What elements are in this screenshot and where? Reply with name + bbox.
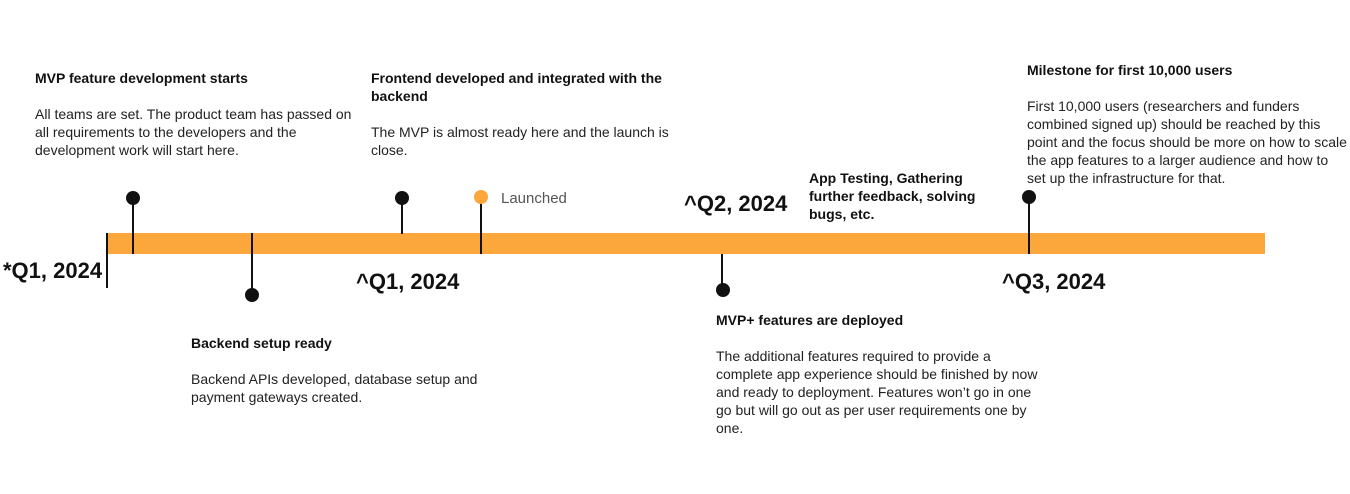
event-title: App Testing, Gathering further feedback,…: [809, 170, 976, 222]
event-body: The MVP is almost ready here and the lau…: [371, 124, 669, 158]
launched-label: Launched: [501, 190, 567, 207]
frontend-marker: [395, 191, 409, 205]
quarter-label-q3: ^Q3, 2024: [1002, 269, 1106, 294]
event-body: All teams are set. The product team has …: [35, 106, 352, 158]
event-body: The additional features required to prov…: [716, 348, 1038, 436]
event-title: Milestone for first 10,000 users: [1027, 62, 1233, 78]
mvp-start-marker: [126, 191, 140, 205]
quarter-label-q2: ^Q2, 2024: [684, 191, 788, 216]
milestone-event: Milestone for first 10,000 users First 1…: [1027, 61, 1349, 187]
mvp-start-event: MVP feature development starts All teams…: [35, 69, 353, 159]
event-title: Backend setup ready: [191, 335, 332, 351]
mvp-start-connector: [132, 198, 134, 254]
quarter-label-start: *Q1, 2024: [3, 258, 103, 283]
launched-marker: [474, 190, 488, 204]
mvp-plus-connector: [721, 254, 723, 288]
testing-event: App Testing, Gathering further feedback,…: [809, 169, 991, 223]
launched-connector: [480, 198, 482, 254]
quarter-label-q1: ^Q1, 2024: [356, 269, 460, 294]
timeline-bar: [107, 233, 1265, 254]
event-body: First 10,000 users (researchers and fund…: [1027, 98, 1347, 186]
start-tick: [106, 233, 108, 288]
event-title: Frontend developed and integrated with t…: [371, 70, 662, 104]
event-title: MVP feature development starts: [35, 70, 248, 86]
event-title: MVP+ features are deployed: [716, 312, 904, 328]
milestone-marker: [1022, 190, 1036, 204]
frontend-event: Frontend developed and integrated with t…: [371, 69, 686, 159]
backend-connector: [251, 233, 253, 295]
mvp-plus-event: MVP+ features are deployed The additiona…: [716, 311, 1038, 437]
backend-event: Backend setup ready Backend APIs develop…: [191, 334, 511, 406]
backend-marker: [245, 288, 259, 302]
mvp-plus-marker: [716, 283, 730, 297]
event-body: Backend APIs developed, database setup a…: [191, 371, 478, 405]
milestone-connector: [1028, 198, 1030, 254]
frontend-connector: [401, 198, 403, 234]
